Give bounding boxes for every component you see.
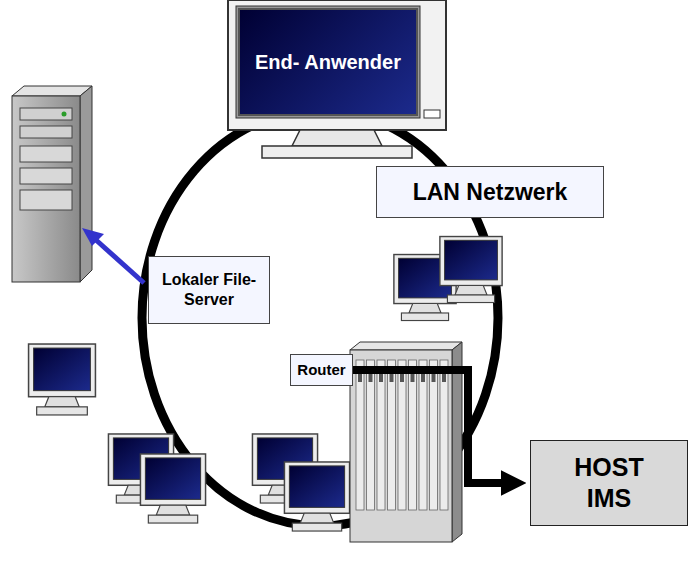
leader-arrow [82, 228, 144, 283]
rack-slot [398, 360, 406, 510]
node-text: Router [297, 361, 345, 380]
node-text: End- Anwender [255, 50, 401, 75]
network-label-box: LAN Netzwerk [376, 166, 604, 218]
rack-slot [367, 360, 375, 510]
rack-slot [388, 360, 396, 510]
file-server-tower [12, 86, 92, 282]
rack-slot [419, 360, 427, 510]
rack-slot [409, 360, 417, 510]
workstation [440, 237, 502, 303]
workstation [140, 454, 205, 523]
rack-slot [440, 360, 448, 510]
node-text: Lokaler File-Server [159, 270, 259, 310]
rack-slot [356, 360, 364, 510]
host-box: HOST IMS [530, 440, 688, 526]
router-label-box: Router [290, 354, 353, 386]
node-text: LAN Netzwerk [413, 178, 568, 207]
rack-slot [377, 360, 385, 510]
workstation [29, 344, 96, 415]
end-user-monitor [228, 0, 446, 158]
workstation [284, 462, 349, 531]
rack-slot [430, 360, 438, 510]
node-text: HOST IMS [549, 452, 669, 515]
connector-arrow [353, 370, 506, 483]
server-label-box: Lokaler File-Server [148, 256, 270, 324]
screen-node: End- Anwender [238, 8, 418, 116]
